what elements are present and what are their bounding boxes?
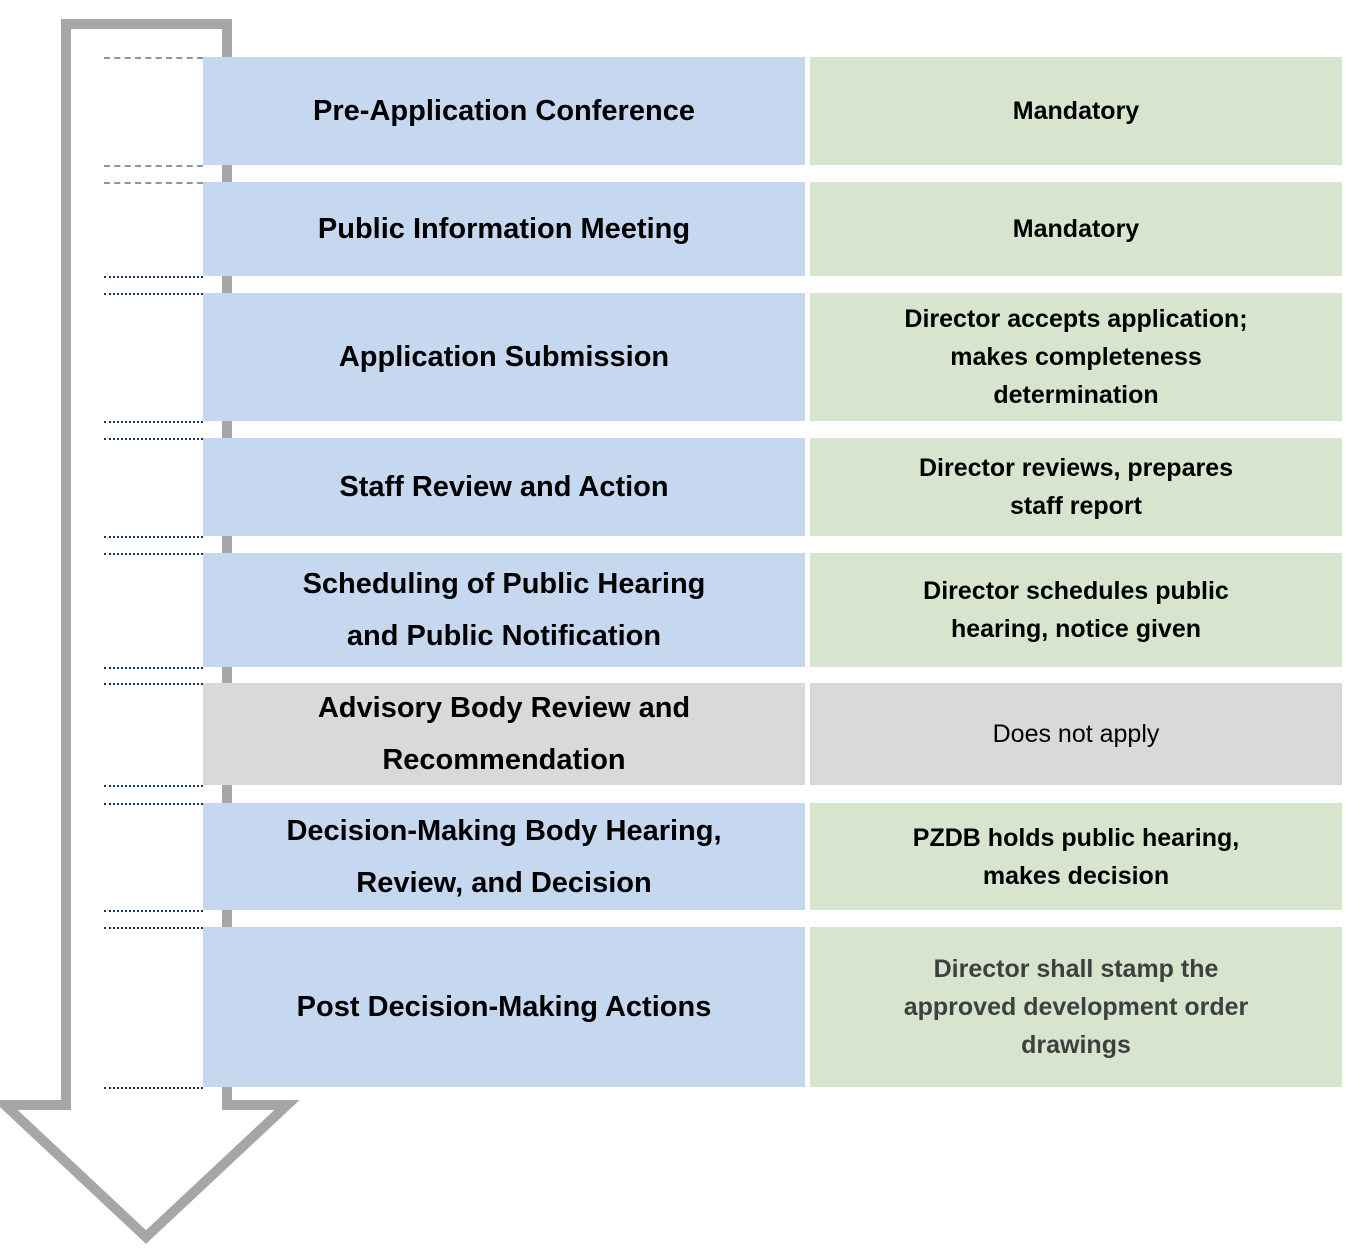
dotted-guide-line: [104, 553, 203, 555]
step-label: Decision-Making Body Hearing, Review, an…: [286, 814, 722, 899]
dotted-guide-line: [104, 438, 203, 440]
dotted-guide-line: [104, 785, 203, 787]
dotted-guide-line: [104, 293, 203, 295]
step-label: Public Information Meeting: [317, 213, 691, 245]
dotted-guide-line: [104, 165, 203, 167]
detail-label: PZDB holds public hearing, makes decisio…: [912, 823, 1240, 890]
detail-label: Does not apply: [992, 720, 1160, 748]
step-box-post-decision-making-actions: Post Decision-Making Actions: [203, 927, 805, 1087]
dotted-guide-line: [104, 803, 203, 805]
dotted-guide-line: [104, 683, 203, 685]
dotted-guide-line: [104, 1087, 203, 1089]
dotted-guide-line: [104, 927, 203, 929]
detail-box-post-decision-making-actions: Director shall stamp the approved develo…: [810, 927, 1342, 1087]
step-label: Staff Review and Action: [339, 471, 669, 503]
detail-box-scheduling-of-public-hearing: Director schedules public hearing, notic…: [810, 553, 1342, 667]
detail-label: Director schedules public hearing, notic…: [923, 577, 1229, 643]
dotted-guide-line: [104, 910, 203, 912]
step-label: Scheduling of Public Hearing and Public …: [302, 568, 706, 652]
dotted-guide-line: [104, 57, 203, 59]
step-box-decision-making-body-hearing: Decision-Making Body Hearing, Review, an…: [203, 803, 805, 910]
step-box-advisory-body-review: Advisory Body Review and Recommendation: [203, 683, 805, 785]
step-box-staff-review-and-action: Staff Review and Action: [203, 438, 805, 536]
detail-label: Director accepts application; makes comp…: [904, 305, 1248, 409]
detail-box-pre-application-conference: Mandatory: [810, 57, 1342, 165]
step-label: Application Submission: [338, 341, 670, 373]
detail-box-public-information-meeting: Mandatory: [810, 182, 1342, 276]
detail-box-application-submission: Director accepts application; makes comp…: [810, 293, 1342, 421]
step-label: Advisory Body Review and Recommendation: [317, 692, 691, 776]
detail-label: Director shall stamp the approved develo…: [903, 955, 1249, 1059]
detail-label: Mandatory: [1012, 215, 1140, 243]
detail-label: Director reviews, prepares staff report: [918, 454, 1234, 520]
detail-box-staff-review-and-action: Director reviews, prepares staff report: [810, 438, 1342, 536]
dotted-guide-line: [104, 276, 203, 278]
dotted-guide-line: [104, 536, 203, 538]
step-box-application-submission: Application Submission: [203, 293, 805, 421]
step-label: Post Decision-Making Actions: [296, 991, 712, 1023]
step-label: Pre-Application Conference: [313, 95, 695, 127]
detail-label: Mandatory: [1012, 97, 1140, 125]
step-box-pre-application-conference: Pre-Application Conference: [203, 57, 805, 165]
step-box-scheduling-of-public-hearing: Scheduling of Public Hearing and Public …: [203, 553, 805, 667]
detail-box-decision-making-body-hearing: PZDB holds public hearing, makes decisio…: [810, 803, 1342, 910]
dotted-guide-line: [104, 182, 203, 184]
detail-box-advisory-body-review: Does not apply: [810, 683, 1342, 785]
step-box-public-information-meeting: Public Information Meeting: [203, 182, 805, 276]
dotted-guide-line: [104, 421, 203, 423]
dotted-guide-line: [104, 667, 203, 669]
